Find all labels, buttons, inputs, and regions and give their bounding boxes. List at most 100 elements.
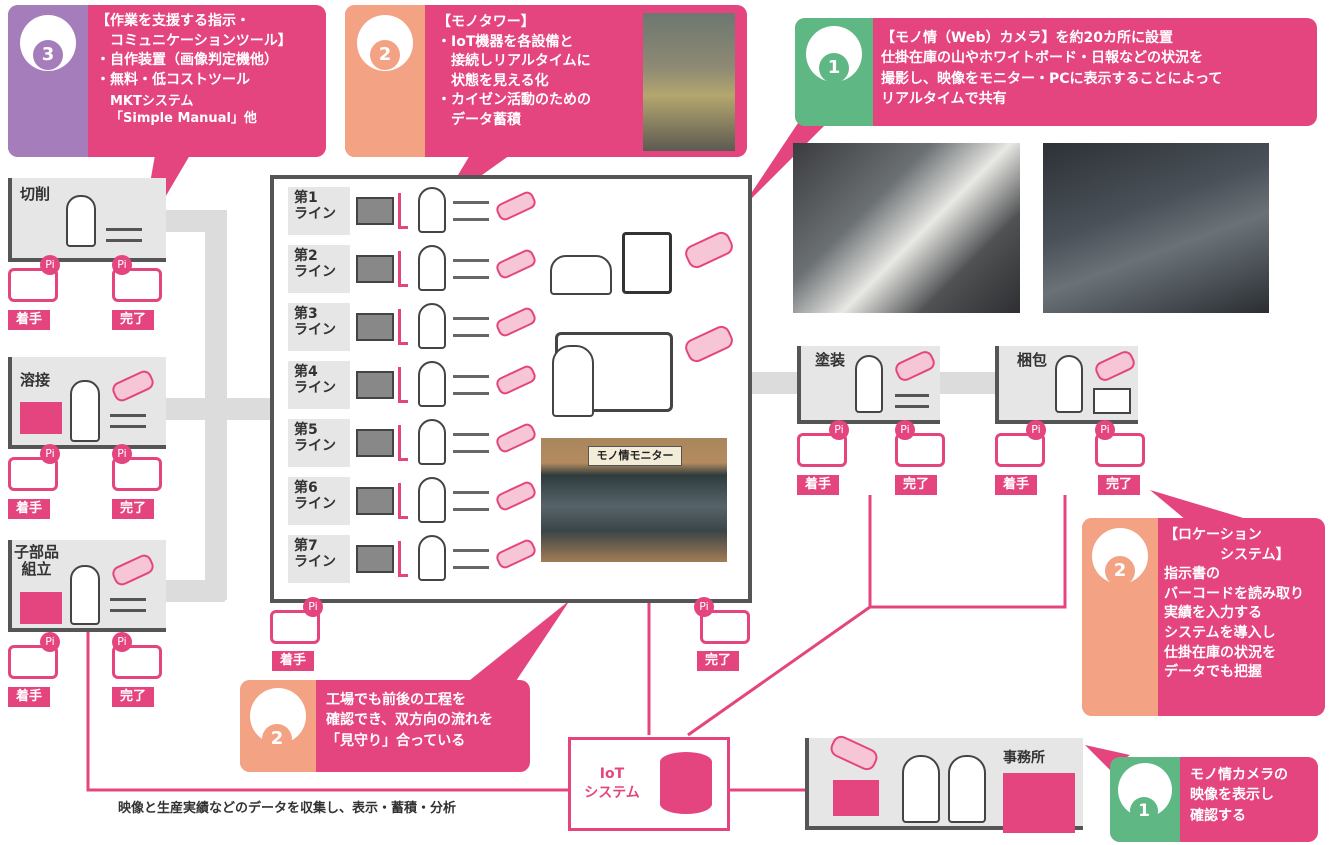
callout-location-system: 2 【ロケーション システム】 指示書の バーコードを読み取り 実績を入力する … <box>1082 518 1325 716</box>
done-tag[interactable]: 完了 <box>112 687 154 707</box>
parts-icon <box>453 375 489 395</box>
helmet-worker-icon <box>418 361 446 407</box>
callout-monitor-display: 1 モノ情カメラの 映像を表示し 確認する <box>1110 757 1318 842</box>
callout-line: ・IoT機器を各設備と <box>437 33 574 50</box>
parts-icon <box>895 394 929 408</box>
machine-icon <box>356 429 394 457</box>
line-label: 第4 ライン <box>288 361 350 409</box>
worker-icon <box>855 355 883 413</box>
parts-icon <box>453 491 489 511</box>
factory-photo-1 <box>793 143 1020 313</box>
parts-icon <box>453 201 489 221</box>
done-tag[interactable]: 完了 <box>697 651 739 671</box>
done-tag[interactable]: 完了 <box>895 475 937 495</box>
done-tag[interactable]: 完了 <box>112 310 154 330</box>
pi-badge: Pi <box>40 255 60 275</box>
station-label: 子部品 組立 <box>14 543 60 579</box>
callout-line: データ蓄積 <box>437 111 521 128</box>
start-tag[interactable]: 着手 <box>8 310 50 330</box>
callout-line: コミュニケーションツール】 <box>96 32 292 49</box>
station-label: 切削 <box>20 185 51 203</box>
pi-badge: Pi <box>829 420 849 440</box>
parts-icon <box>453 317 489 337</box>
start-tag[interactable]: 着手 <box>272 651 314 671</box>
done-tag[interactable]: 完了 <box>1098 475 1140 495</box>
callout-line: 指示書の <box>1164 566 1220 583</box>
callout-line: モノ情カメラの <box>1190 767 1288 783</box>
pi-badge: Pi <box>1095 420 1115 440</box>
monitor-icon <box>833 780 879 816</box>
parts-icon <box>453 549 489 569</box>
start-tag[interactable]: 着手 <box>8 687 50 707</box>
parts-icon <box>453 433 489 453</box>
helmet-worker-icon <box>418 419 446 465</box>
start-tag[interactable]: 着手 <box>8 499 50 519</box>
clipboard-icon <box>622 232 672 294</box>
line-label: 第3 ライン <box>288 303 350 351</box>
monitor-sign: モノ情モニター <box>588 446 682 466</box>
callout-line: ・自作装置（画像判定機他） <box>96 52 278 69</box>
helmet-worker-icon <box>418 187 446 233</box>
monotower-icon <box>398 193 408 229</box>
machine-icon <box>356 487 394 515</box>
callout-line: システム】 <box>1164 546 1290 563</box>
welder-icon <box>70 380 100 442</box>
station-label: 溶接 <box>20 371 51 389</box>
monotower-icon <box>398 425 408 461</box>
monitor-icon <box>20 592 62 624</box>
tablet-scanner-icon[interactable] <box>270 610 320 644</box>
callout-line: 確認でき、双方向の流れを <box>326 712 494 729</box>
callout-line: バーコードを読み取り <box>1164 585 1304 602</box>
pi-badge: Pi <box>40 444 60 464</box>
callout-line: 仕掛在庫の山やホワイトボード・日報などの状況を <box>881 50 1203 67</box>
machine-icon <box>356 197 394 225</box>
station-label: 事務所 <box>1003 750 1045 766</box>
step-number: 1 <box>1130 797 1158 825</box>
callout-line: 撮影し、映像をモニター・PCに表示することによって <box>881 70 1223 87</box>
helmet-worker-icon <box>418 477 446 523</box>
monotower-icon <box>398 309 408 345</box>
pi-badge: Pi <box>112 444 132 464</box>
callout-line: 「見守り」合っている <box>326 732 466 749</box>
callout-watch: 2 工場でも前後の工程を 確認でき、双方向の流れを 「見守り」合っている <box>240 680 530 772</box>
callout-instruction-tool: 3 【作業を支援する指示・ コミュニケーションツール】 ・自作装置（画像判定機他… <box>8 5 326 157</box>
callout-line: 確認する <box>1190 807 1246 824</box>
callout-line: 【作業を支援する指示・ <box>96 13 250 29</box>
step-number: 1 <box>819 53 849 83</box>
callout-line: 【モノ情（Web）カメラ】を約20カ所に設置 <box>881 30 1173 46</box>
workers-icon <box>550 255 612 295</box>
production-line-row: 第2 ライン <box>288 245 538 293</box>
tablet-scanner-icon[interactable] <box>797 433 847 467</box>
line-label: 第7 ライン <box>288 535 350 583</box>
done-tag[interactable]: 完了 <box>112 499 154 519</box>
line-label: 第2 ライン <box>288 245 350 293</box>
monotower-icon <box>398 251 408 287</box>
monotower-icon <box>398 483 408 519</box>
camera-icon <box>494 479 538 513</box>
monitor-icon <box>20 402 62 434</box>
callout-line: 接続しリアルタイムに <box>437 53 591 70</box>
machine-icon <box>356 371 394 399</box>
database-icon <box>660 752 712 814</box>
production-line-row: 第4 ライン <box>288 361 538 409</box>
line-label: 第1 ライン <box>288 187 350 235</box>
pi-badge: Pi <box>112 255 132 275</box>
callout-line: 工場でも前後の工程を <box>326 692 466 708</box>
start-tag[interactable]: 着手 <box>797 475 839 495</box>
step-number: 2 <box>370 40 400 70</box>
production-line-row: 第1 ライン <box>288 187 538 235</box>
callout-line: システムを導入し <box>1164 624 1276 641</box>
pi-badge: Pi <box>1026 420 1046 440</box>
callout-line: データでも把握 <box>1164 664 1262 681</box>
station-label: 塗装 <box>815 351 846 369</box>
start-tag[interactable]: 着手 <box>995 475 1037 495</box>
step-number: 2 <box>1105 556 1135 586</box>
machine-icon <box>356 313 394 341</box>
production-line-row: 第7 ライン <box>288 535 538 583</box>
parts-icon <box>106 228 142 242</box>
callout-monotower: 2 【モノタワー】 ・IoT機器を各設備と 接続しリアルタイムに 状態を見える化… <box>345 5 747 157</box>
helmet-worker-icon <box>418 245 446 291</box>
callout-line: 映像を表示し <box>1190 787 1274 804</box>
callout-line: ・無料・低コストツール <box>96 71 250 88</box>
monitor-icon <box>1003 773 1075 833</box>
